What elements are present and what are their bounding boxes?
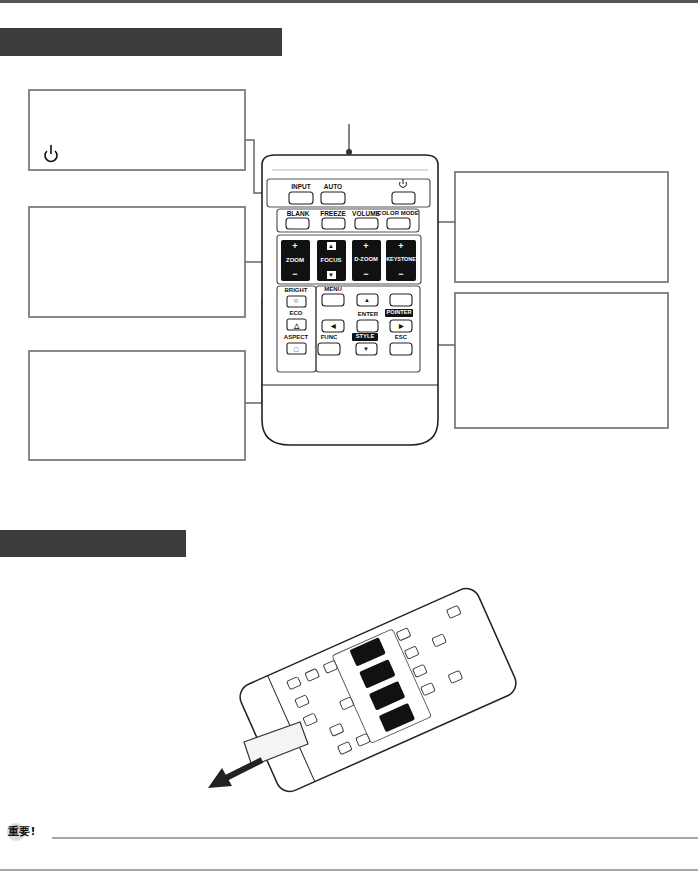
button-label: FOCUS (321, 257, 342, 263)
button-symbol: + (398, 242, 403, 251)
button-label: ZOOM (286, 257, 304, 263)
button-label: POINTER (387, 310, 412, 316)
button-symbol: ▼ (363, 346, 369, 352)
button-symbol: + (292, 242, 297, 251)
button-symbol: ▲ (364, 297, 370, 303)
button-symbol: ◀ (331, 323, 336, 329)
button-symbol: + (363, 242, 368, 251)
button-symbol: − (398, 270, 403, 279)
button-label: MENU (324, 286, 342, 292)
button-label: FUNC (321, 334, 338, 340)
button-symbol: − (292, 270, 297, 279)
button-label: VOLUME (352, 211, 380, 218)
button-label: BLANK (287, 211, 310, 218)
button-label: COLOR MODE (377, 210, 418, 216)
button-symbol: ▲ (328, 243, 334, 249)
button-label: INPUT (291, 184, 311, 191)
notice-heading: 重要! (8, 826, 35, 837)
button-label: BRIGHT (285, 287, 308, 293)
button-label: STYLE (356, 334, 375, 340)
button-label: ENTER (358, 311, 378, 317)
button-label: ASPECT (284, 334, 308, 340)
button-symbol: ▼ (328, 272, 334, 278)
button-label: ESC (395, 334, 407, 340)
button-symbol: ○ (294, 297, 299, 305)
button-symbol: ▶ (399, 323, 404, 329)
button-symbol: △ (294, 322, 299, 329)
button-symbol: □ (294, 346, 298, 353)
button-label: KEYSTONE (386, 257, 416, 262)
button-label: ECO (289, 310, 302, 316)
button-label: D-ZOOM (354, 257, 378, 263)
button-label: FREEZE (320, 211, 346, 218)
button-symbol: − (363, 270, 368, 279)
button-label: AUTO (324, 184, 342, 191)
